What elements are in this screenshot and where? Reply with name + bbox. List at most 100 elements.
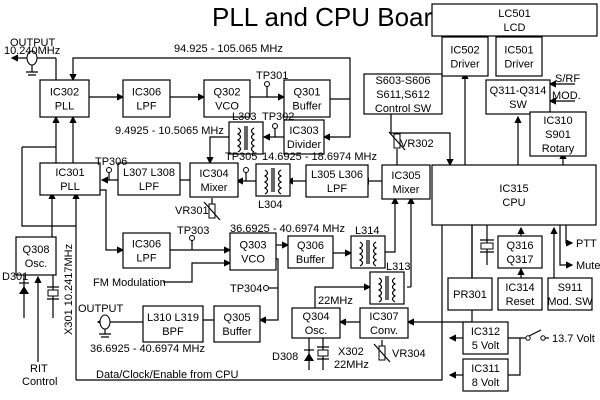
x301-crystal — [47, 286, 59, 300]
vr302-resistor — [388, 131, 406, 151]
block-label: LCD — [503, 22, 525, 34]
block-label: IC301 — [55, 167, 84, 179]
block-label: Q301 — [294, 87, 321, 99]
wires — [10, 28, 575, 381]
vr301-resistor — [203, 201, 221, 221]
label-l314: L314 — [355, 225, 379, 237]
block-label: L305 L306 — [311, 169, 363, 181]
block-label: LPF — [136, 253, 156, 265]
label-freq-94: 94.925 - 105.065 MHz — [174, 43, 283, 55]
label-l313: L313 — [386, 261, 410, 273]
block-label: Mixer — [393, 184, 420, 196]
block-label: IC306 — [132, 239, 161, 251]
block-label: Q303 — [240, 240, 267, 252]
block-label: VCO — [241, 254, 265, 266]
block-label: Buffer — [292, 101, 321, 113]
block-label: IC305 — [391, 170, 420, 182]
block-label: Mod. SW — [547, 296, 593, 308]
block-label: S603-S606 — [375, 75, 430, 87]
label-freq-9: 9.4925 - 10.5065 MHz — [115, 125, 224, 137]
label-x301: X301 10.2417MHz — [63, 244, 75, 335]
label-rit1: RIT — [30, 363, 48, 375]
label-output-top-freq: 10.240MHz — [4, 45, 60, 57]
block-label: PLL — [55, 101, 75, 113]
block-label: 5 Volt — [472, 340, 500, 352]
block-label: Buffer — [222, 326, 251, 338]
d301-diode — [19, 282, 29, 294]
label-mute: Mute — [576, 260, 600, 272]
block-label: Q316 — [507, 240, 534, 252]
label-volt: 13.7 Volt — [552, 333, 595, 345]
label-osc-22: 22MHz — [318, 295, 353, 307]
block-label: LPF — [327, 183, 347, 195]
block-label: IC302 — [50, 87, 79, 99]
l314-transformer-icon — [350, 235, 386, 269]
block-label: Q306 — [297, 240, 324, 252]
cpu-crystal — [480, 239, 494, 253]
label-tp305: TP305 — [225, 151, 257, 163]
label-srf: S/RF — [555, 73, 580, 85]
output-connector-bottom — [99, 314, 111, 338]
block-pr301: PR301 — [447, 277, 493, 311]
label-fm-mod: FM Modulation — [93, 277, 166, 289]
block-label: Q311-Q314 — [490, 85, 547, 97]
label-x302: X302 — [338, 346, 364, 358]
diagram-title: PLL and CPU Board — [212, 2, 447, 32]
label-output-top: OUTPUT — [10, 37, 56, 49]
block-label: Q317 — [507, 254, 534, 266]
block-label: BPF — [162, 326, 184, 338]
block-label: IC311 — [471, 363, 500, 375]
test-points — [106, 81, 278, 291]
block-label: Q304 — [303, 311, 330, 323]
label-freq-36a: 36.6925 - 40.6974 MHz — [230, 223, 345, 235]
block-label: S611,S612 — [376, 89, 430, 101]
block-label: Buffer — [296, 254, 325, 266]
block-label: Q308 — [23, 244, 50, 256]
block-label: Q302 — [214, 87, 241, 99]
block-label: Rotary — [542, 143, 575, 155]
block-label: IC315 — [499, 183, 528, 195]
label-l304: L304 — [258, 199, 282, 211]
output-connector-top — [26, 50, 38, 76]
vr304-resistor — [373, 343, 391, 363]
l303-transformer-icon — [228, 121, 264, 155]
block-label: LPF — [139, 181, 159, 193]
block-label: LC501 — [498, 8, 530, 20]
label-tp304: TP304 — [230, 283, 262, 295]
block-label: S911 — [558, 282, 583, 294]
label-output-bottom: OUTPUT — [78, 303, 124, 315]
label-vr301: VR301 — [175, 205, 209, 217]
l304-transformer-icon — [255, 163, 291, 197]
x302-crystal — [317, 346, 329, 360]
label-data-bus: Data/Clock/Enable from CPU — [96, 369, 238, 381]
block-label: PR301 — [453, 289, 487, 301]
label-rit2: Control — [22, 376, 57, 388]
label-tp303: TP303 — [177, 225, 209, 237]
block-label: SW — [509, 99, 527, 111]
